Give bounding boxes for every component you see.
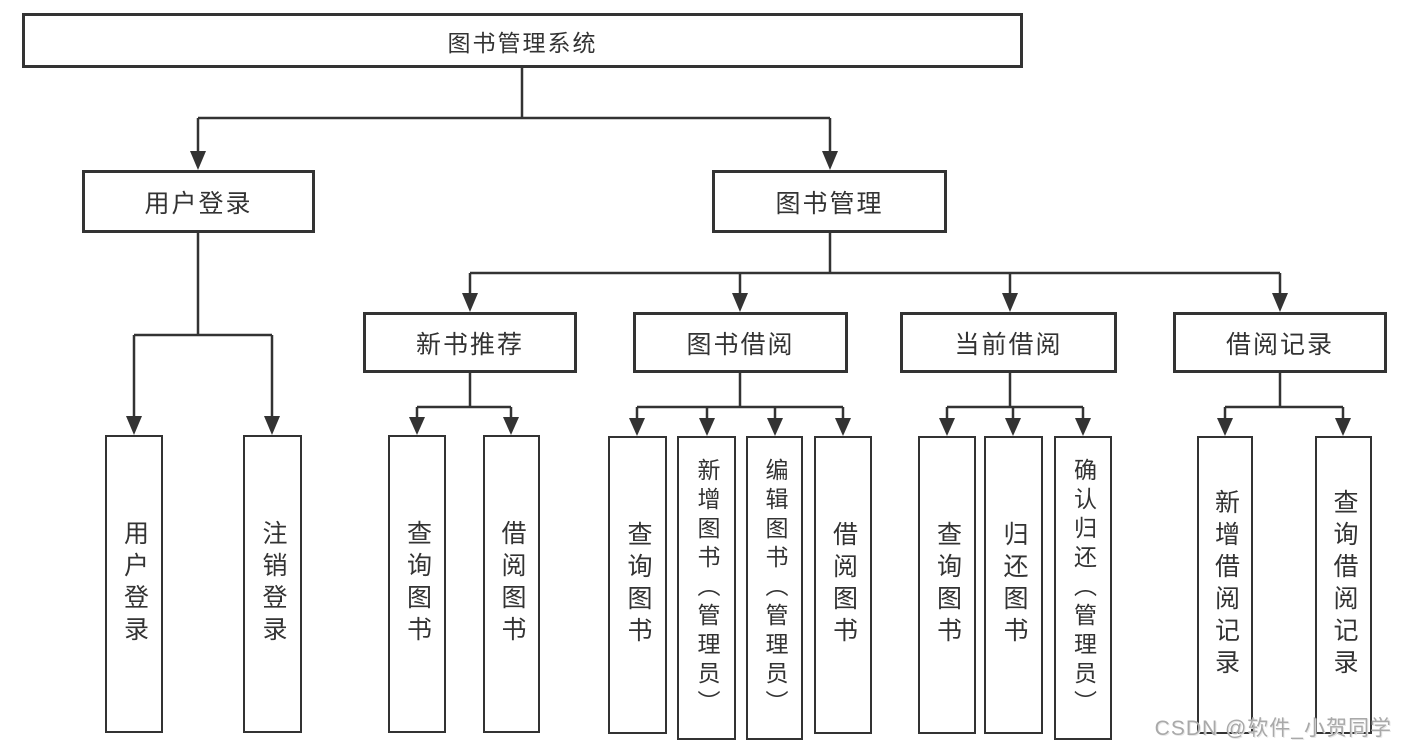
leaf-query-books-recommend: 查询图书 [388, 435, 446, 733]
leaf-add-book-admin-label: 新增图书（管理员） [694, 457, 720, 719]
connector-bookmgmt-to-level3 [468, 233, 1282, 295]
connector-root-to-level2 [196, 68, 832, 153]
connector-lines [132, 68, 1345, 419]
leaf-return-book-label: 归还图书 [1000, 521, 1028, 649]
leaf-borrow-books-borrowing-label: 借阅图书 [829, 521, 858, 649]
connector-borrowing-to-leaves [635, 373, 845, 419]
leaf-borrow-books-recommend-label: 借阅图书 [498, 520, 526, 648]
node-book-borrowing: 图书借阅 [633, 312, 848, 373]
node-user-login: 用户登录 [82, 170, 315, 233]
node-book-management: 图书管理 [712, 170, 947, 233]
node-system-root: 图书管理系统 [22, 13, 1023, 68]
leaf-query-borrow-record-label: 查询借阅记录 [1330, 489, 1358, 681]
node-borrow-records: 借阅记录 [1173, 312, 1387, 373]
connector-newbook-to-leaves [415, 373, 513, 418]
leaf-return-book: 归还图书 [984, 436, 1043, 734]
connector-userlogin-to-leaves [132, 233, 274, 418]
leaf-edit-book-admin-label: 编辑图书（管理员） [762, 457, 788, 719]
node-current-borrowing: 当前借阅 [900, 312, 1117, 373]
node-new-book-recommendation: 新书推荐 [363, 312, 577, 373]
leaf-query-books-borrowing: 查询图书 [608, 436, 667, 734]
leaf-edit-book-admin: 编辑图书（管理员） [746, 436, 803, 740]
connector-current-to-leaves [945, 373, 1085, 419]
leaf-confirm-return-admin-label: 确认归还（管理员） [1070, 457, 1097, 719]
leaf-query-borrow-record: 查询借阅记录 [1315, 436, 1372, 734]
leaf-add-borrow-record: 新增借阅记录 [1197, 436, 1253, 734]
leaf-user-login: 用户登录 [105, 435, 163, 733]
connector-arrowheads [126, 151, 1351, 436]
leaf-user-login-label: 用户登录 [120, 520, 149, 648]
csdn-watermark: CSDN @软件_小贺同学 [1154, 717, 1392, 740]
leaf-add-borrow-record-label: 新增借阅记录 [1211, 489, 1240, 681]
leaf-logout: 注销登录 [243, 435, 302, 733]
leaf-logout-label: 注销登录 [259, 520, 287, 648]
leaf-query-books-borrowing-label: 查询图书 [624, 521, 652, 649]
connector-records-to-leaves [1223, 373, 1345, 419]
leaf-confirm-return-admin: 确认归还（管理员） [1054, 436, 1112, 740]
leaf-query-books-recommend-label: 查询图书 [403, 520, 432, 648]
leaf-add-book-admin: 新增图书（管理员） [677, 436, 736, 740]
leaf-query-books-current: 查询图书 [918, 436, 976, 734]
leaf-borrow-books-recommend: 借阅图书 [483, 435, 540, 733]
leaf-borrow-books-borrowing: 借阅图书 [814, 436, 872, 734]
leaf-query-books-current-label: 查询图书 [933, 521, 962, 649]
